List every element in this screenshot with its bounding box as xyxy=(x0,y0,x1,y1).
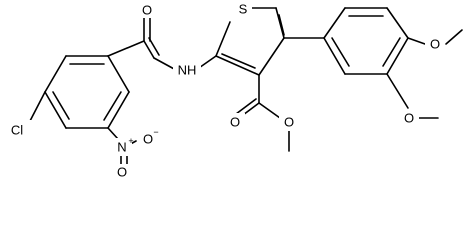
nitro-nitrogen-charge: + xyxy=(128,136,133,146)
amine-nh-label: NH xyxy=(178,63,197,78)
nitro-oxygen-label: O xyxy=(143,132,153,147)
nitro-oxygen-label-2: O xyxy=(117,165,127,180)
amide-oxygen-label: O xyxy=(142,3,152,18)
ester-carbonyl-oxygen-label: O xyxy=(230,115,240,130)
chemical-structure-diagram: O NH S Cl N + O − O O O O O xyxy=(10,1,463,180)
methoxy-oxygen-bottom-label: O xyxy=(404,111,414,126)
bond-lines xyxy=(29,7,463,170)
ester-ether-oxygen-label: O xyxy=(284,115,294,130)
methoxy-oxygen-top-label: O xyxy=(430,37,440,52)
nitro-nitrogen-label: N xyxy=(117,140,126,155)
nitro-oxygen-charge: − xyxy=(153,127,158,137)
chlorine-label: Cl xyxy=(11,123,23,138)
thiophene-sulfur-label: S xyxy=(239,2,248,17)
